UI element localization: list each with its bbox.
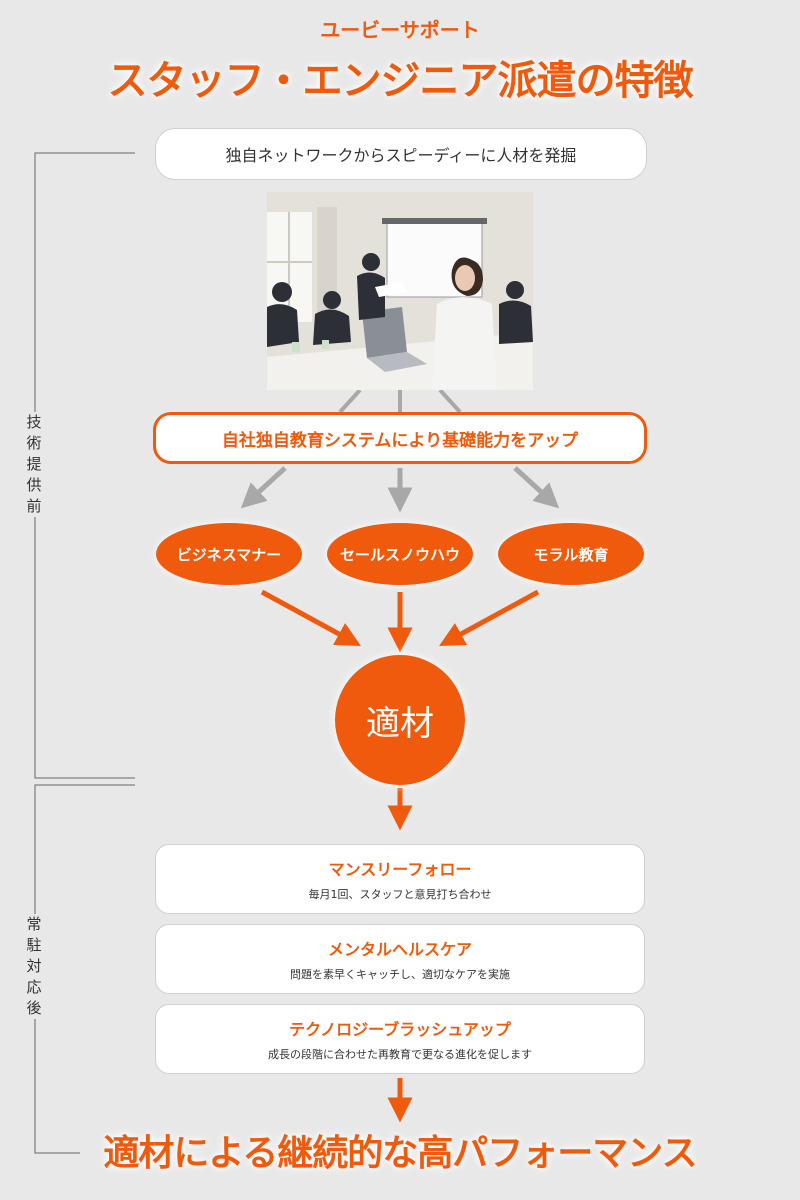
skill-sales-knowhow: セールスノウハウ xyxy=(327,523,473,585)
right-talent-label: 適材 xyxy=(366,703,434,744)
skill-label: セールスノウハウ xyxy=(339,545,460,564)
bracket-after xyxy=(34,784,135,1154)
header-subtitle: ユービーサポート xyxy=(320,18,480,42)
side-label-char: 応 xyxy=(26,978,42,996)
support-card-title: テクノロジーブラッシュアップ xyxy=(289,1020,511,1039)
recruit-step: 独自ネットワークからスピーディーに人材を発掘 xyxy=(155,128,647,180)
support-card-mental-health: メンタルヘルスケア 問題を素早くキャッチし、適切なケアを実施 xyxy=(155,924,645,994)
education-system-label: 自社独自教育システムにより基礎能力をアップ xyxy=(221,430,579,451)
skill-label: モラル教育 xyxy=(533,545,609,564)
support-card-desc: 問題を素早くキャッチし、適切なケアを実施 xyxy=(290,968,510,981)
side-label-char: 常 xyxy=(26,915,42,933)
support-card-monthly-follow: マンスリーフォロー 毎月1回、スタッフと意見打ち合わせ xyxy=(155,844,645,914)
side-label-char: 術 xyxy=(26,434,42,452)
side-label-char: 提 xyxy=(26,455,42,473)
support-card-title: メンタルヘルスケア xyxy=(327,940,472,959)
side-label-char: 前 xyxy=(26,497,42,515)
footer-title: 適材による継続的な高パフォーマンス xyxy=(103,1133,697,1174)
right-talent-circle: 適材 xyxy=(335,655,465,785)
skills-to-center-arrows xyxy=(260,589,540,653)
side-label-char: 対 xyxy=(26,957,42,975)
education-to-skills-arrows xyxy=(240,466,560,513)
office-meeting-photo xyxy=(267,192,533,390)
skill-moral-education: モラル教育 xyxy=(498,523,644,585)
side-label-char: 技 xyxy=(26,413,42,431)
support-card-title: マンスリーフォロー xyxy=(328,860,472,879)
skill-label: ビジネスマナー xyxy=(176,545,282,564)
side-label-char: 後 xyxy=(26,999,42,1017)
side-label-char: 駐 xyxy=(26,936,42,954)
side-label-after: 常 駐 対 応 後 xyxy=(22,914,46,1019)
side-label-char: 供 xyxy=(26,476,42,494)
support-card-desc: 毎月1回、スタッフと意見打ち合わせ xyxy=(308,888,492,901)
photo-to-education-lines xyxy=(338,388,462,414)
education-system: 自社独自教育システムにより基礎能力をアップ xyxy=(153,412,647,464)
skill-business-manner: ビジネスマナー xyxy=(156,523,302,585)
side-label-before: 技 術 提 供 前 xyxy=(22,412,46,517)
page-title: スタッフ・エンジニア派遣の特徴 xyxy=(107,58,694,104)
recruit-step-label: 独自ネットワークからスピーディーに人材を発掘 xyxy=(225,146,577,165)
support-card-desc: 成長の段階に合わせた再教育で更なる進化を促します xyxy=(268,1048,532,1061)
bracket-before xyxy=(34,152,135,779)
support-card-tech-brushup: テクノロジーブラッシュアップ 成長の段階に合わせた再教育で更なる進化を促します xyxy=(155,1004,645,1074)
